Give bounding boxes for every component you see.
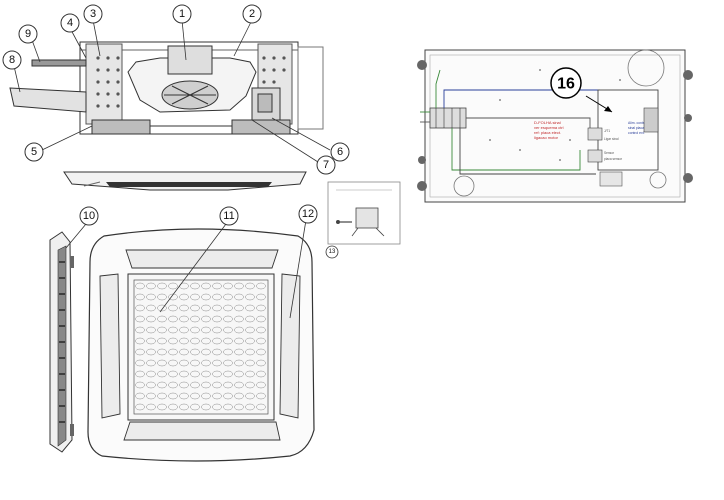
callout-4: 4 [60,13,80,33]
board-red-label-2: ver esquema ctrl [534,125,564,130]
svg-text:1: 1 [179,8,185,20]
callout-2: 2 [242,4,262,24]
bracket-detail-box: 13 [325,181,401,259]
svg-text:9: 9 [25,28,31,40]
callout-16: 16 [550,67,582,99]
board-red-label-3: ref: placa elect. [534,130,561,135]
board-blue-label-1: Alim. contr. [628,121,645,125]
board-grey-label-3: Sensor [604,151,615,155]
svg-text:7: 7 [323,159,329,171]
callout-12: 12 [298,204,318,224]
callout-6: 6 [330,142,350,162]
callout-7: 7 [316,155,336,175]
svg-text:6: 6 [337,146,343,158]
callout-8: 8 [2,50,22,70]
svg-text:12: 12 [302,208,314,220]
svg-text:4: 4 [67,17,73,29]
callout-11: 11 [219,206,239,226]
callout-1: 1 [172,4,192,24]
svg-text:10: 10 [83,210,95,222]
svg-text:3: 3 [90,8,96,20]
svg-text:16: 16 [557,76,575,93]
board-grey-label-1: J/T1 [604,129,610,133]
board-red-label-1: D-FOLHA sinal [534,120,561,125]
board-red-label-4: ligacao motor [534,135,559,140]
callout-13: 13 [325,245,339,259]
filter-mesh [135,282,266,411]
svg-text:8: 8 [9,54,15,66]
board-grey-label-2: Ligar sinal [604,137,619,141]
callout-5: 5 [24,142,44,162]
svg-text:5: 5 [31,146,37,158]
callout-10: 10 [79,206,99,226]
board-blue-label-3: control ext. [628,131,645,135]
leader-lines-top [13,19,331,163]
callout-9: 9 [18,24,38,44]
callout-3: 3 [83,4,103,24]
svg-text:13: 13 [329,249,336,255]
unit-cross-section [9,41,324,191]
board-grey-label-4: placa sensor [604,157,623,161]
svg-text:11: 11 [223,210,234,222]
svg-text:2: 2 [249,8,255,20]
side-panel-view [49,223,87,453]
board-blue-label-2: sinal placa [628,126,644,130]
front-grille-panel [87,219,315,462]
